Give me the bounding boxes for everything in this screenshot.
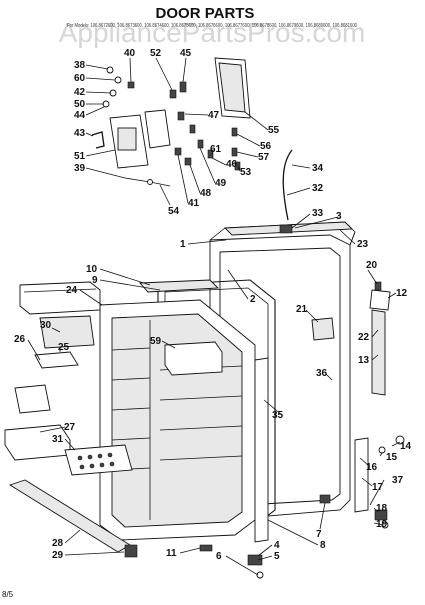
- part-label: 16: [366, 462, 378, 473]
- part-label: 33: [312, 208, 324, 219]
- part-label: 27: [64, 422, 76, 433]
- part-label: 4: [274, 540, 280, 551]
- butter-compartment: [164, 341, 223, 376]
- hinge-cover-12: [369, 289, 391, 311]
- part-label: 38: [74, 60, 86, 71]
- part-label: 52: [150, 48, 162, 59]
- part-label: 42: [74, 87, 86, 98]
- part-label: 12: [396, 288, 408, 299]
- part-label: 6: [216, 551, 222, 562]
- breaker-strip: [139, 279, 220, 293]
- part-label: 55: [268, 125, 280, 136]
- part-label: 29: [52, 550, 64, 561]
- part-label: 30: [40, 320, 52, 331]
- models-header: For Models: 106.8672600, 106.8673600, 10…: [67, 23, 357, 29]
- part-label: 14: [400, 441, 412, 452]
- handle-end-29: [124, 544, 138, 558]
- part-label: 17: [372, 482, 384, 493]
- part-label: 13: [358, 355, 370, 366]
- part-label: 15: [386, 452, 398, 463]
- part-label: 45: [180, 48, 192, 59]
- leader-lines: [27, 57, 401, 576]
- part-label: 41: [188, 198, 200, 209]
- part-label: 20: [366, 260, 378, 271]
- part-label: 28: [52, 538, 64, 549]
- part-label: 22: [358, 332, 370, 343]
- door-shield-21: [311, 317, 335, 341]
- part-label: 37: [392, 475, 404, 486]
- part-label: 43: [74, 128, 86, 139]
- part-label: 46: [226, 159, 238, 170]
- part-label: 3: [336, 211, 342, 222]
- part-label: 53: [240, 167, 252, 178]
- part-label: 47: [208, 110, 220, 121]
- lower-strip-17: [354, 437, 369, 513]
- part-label: 34: [312, 163, 324, 174]
- part-label: 48: [200, 188, 212, 199]
- part-label: 35: [272, 410, 284, 421]
- part-label: 56: [260, 141, 272, 152]
- part-label: 19: [376, 519, 388, 530]
- handle-13: [371, 309, 386, 396]
- part-label: 23: [357, 239, 369, 250]
- part-label: 40: [124, 48, 136, 59]
- part-label: 2: [250, 294, 256, 305]
- freezer-door-panel: [214, 57, 251, 119]
- part-label: 36: [316, 368, 328, 379]
- part-label: 5: [274, 551, 280, 562]
- lower-hinge-parts: [199, 281, 405, 579]
- wire-39: [124, 177, 171, 187]
- part-label: 9: [92, 275, 98, 286]
- part-label: 60: [74, 73, 86, 84]
- ice-dispenser-housing: [109, 109, 171, 169]
- water-tube: [282, 149, 293, 221]
- bracket-43: [91, 131, 105, 149]
- side-strip: [254, 357, 269, 543]
- part-label: 18: [376, 503, 388, 514]
- part-label: 61: [210, 144, 222, 155]
- diagram-title: DOOR PARTS: [156, 5, 255, 22]
- part-label: 24: [66, 285, 78, 296]
- small-bin: [14, 384, 51, 414]
- part-label: 59: [150, 336, 162, 347]
- shelf-rail: [39, 315, 95, 349]
- part-label: 11: [166, 548, 177, 559]
- part-label: 1: [180, 239, 186, 250]
- footer-code: 8/5: [2, 590, 14, 599]
- part-label: 50: [74, 99, 86, 110]
- part-label: 57: [258, 152, 270, 163]
- egg-tray-cover: [34, 351, 79, 369]
- egg-tray: [64, 444, 133, 476]
- part-number-labels: 38 60 42 50 44 43 51 39 40 52 45 47 55 5…: [14, 48, 412, 562]
- watermark: AppliancePartsPros.com: [59, 17, 366, 48]
- door-inner-liner: [99, 299, 256, 541]
- part-label: 39: [74, 163, 86, 174]
- part-label: 25: [58, 342, 70, 353]
- part-label: 32: [312, 183, 324, 194]
- part-label: 8: [320, 540, 326, 551]
- part-label: 31: [52, 434, 64, 445]
- part-label: 51: [74, 151, 86, 162]
- part-label: 10: [86, 264, 98, 275]
- part-label: 26: [14, 334, 26, 345]
- door-shelf-top: [19, 281, 101, 315]
- part-label: 7: [316, 529, 322, 540]
- part-label: 49: [215, 178, 227, 189]
- part-label: 54: [168, 206, 180, 217]
- part-label: 21: [296, 304, 308, 315]
- part-label: 44: [74, 110, 86, 121]
- small-fasteners: [102, 66, 293, 234]
